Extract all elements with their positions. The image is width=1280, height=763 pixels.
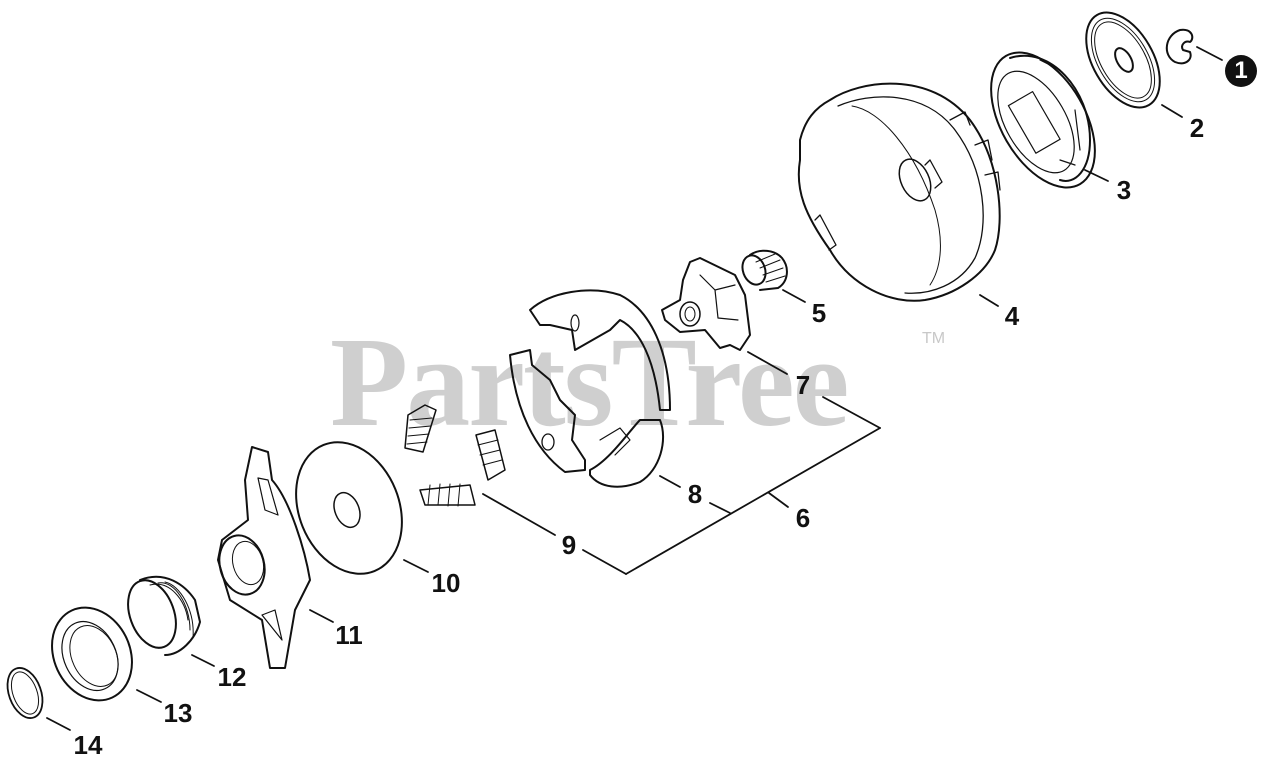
callout-1[interactable]: 1 [1225,55,1257,87]
part-10-plate[interactable] [277,426,421,590]
callout-3[interactable]: 3 [1116,175,1132,205]
part-7-clutch-hub[interactable] [661,257,751,351]
part-8-clutch-shoes[interactable] [509,289,671,488]
part-2-washer[interactable] [1071,0,1175,120]
callout-13[interactable]: 13 [163,698,193,728]
callout-4[interactable]: 4 [1004,301,1020,331]
part-13-seal-ring[interactable] [37,594,146,713]
callout-7[interactable]: 7 [795,370,811,400]
callout-10[interactable]: 10 [431,568,461,598]
leader-lines [46,46,1223,731]
callout-8[interactable]: 8 [687,479,703,509]
part-9-springs[interactable] [404,404,506,507]
part-12-worm-gear[interactable] [119,574,201,656]
part-1-eclip[interactable] [1165,28,1194,65]
callout-5[interactable]: 5 [811,298,827,328]
callout-2[interactable]: 2 [1189,113,1205,143]
part-11-cover-plate[interactable] [213,446,311,669]
callout-9[interactable]: 9 [561,530,577,560]
part-3-sprocket[interactable] [970,35,1117,205]
part-5-needle-bearing[interactable] [739,249,788,291]
part-4-clutch-drum[interactable] [797,82,1001,302]
watermark: PartsTree [330,311,849,453]
trademark-mark: TM [922,330,946,347]
callout-12[interactable]: 12 [217,662,247,692]
callout-14[interactable]: 14 [73,730,103,760]
callout-11[interactable]: 11 [335,620,363,650]
callout-6[interactable]: 6 [795,503,811,533]
part-14-snap-ring[interactable] [1,663,49,723]
